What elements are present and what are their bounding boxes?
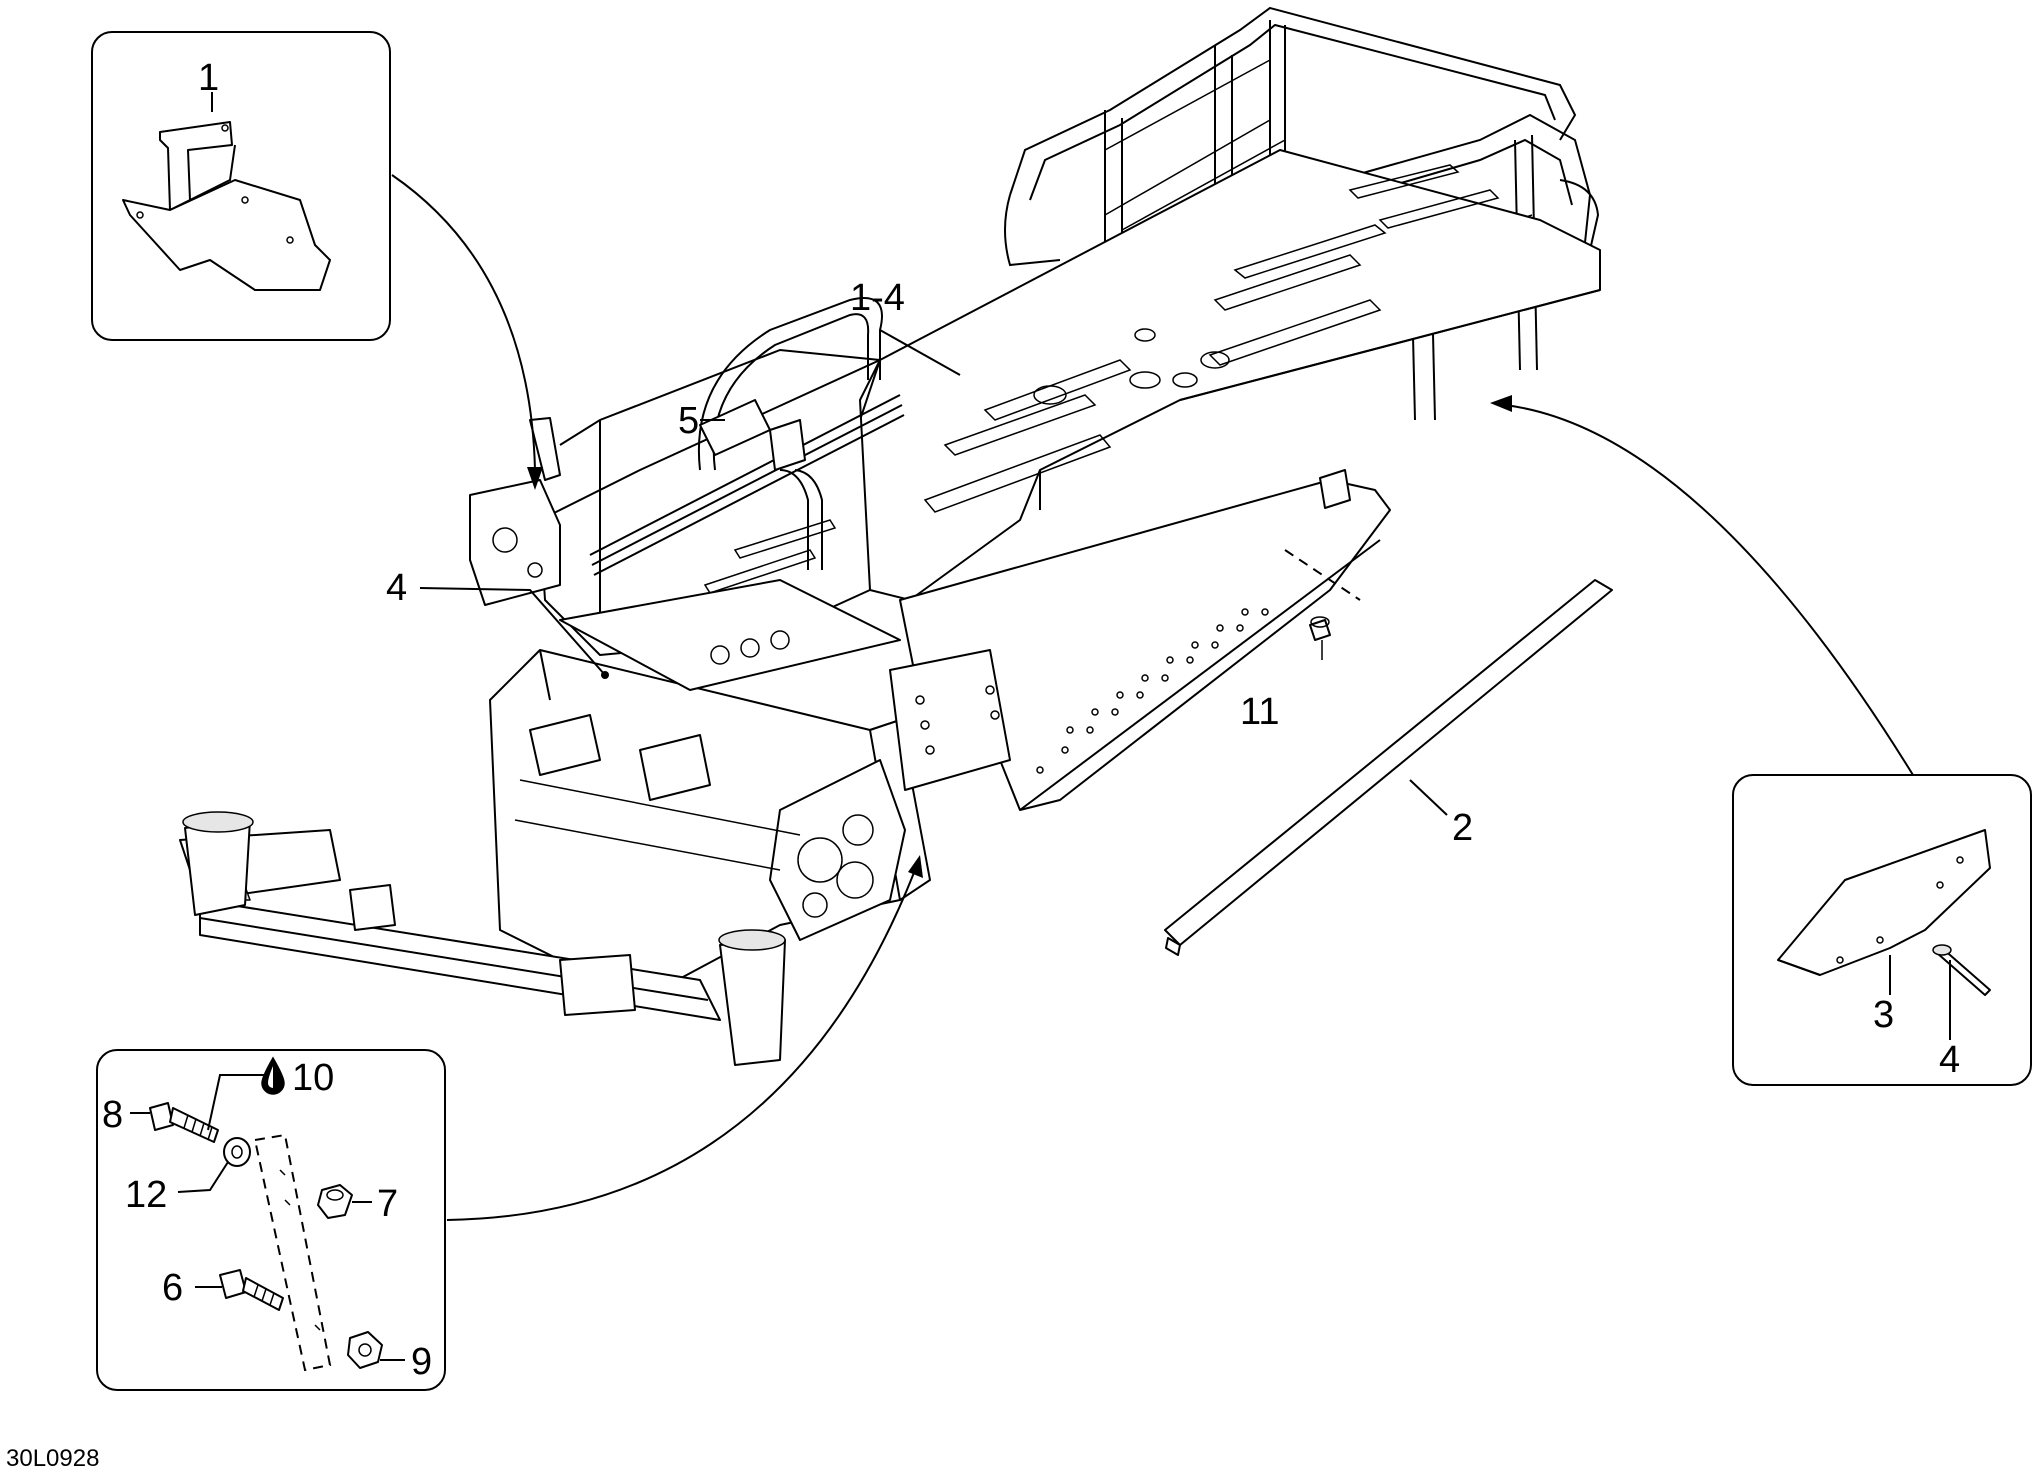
oil-drop-highlight xyxy=(268,1066,273,1088)
callout-3: 3 xyxy=(1873,994,1894,1036)
nut-7 xyxy=(317,1184,353,1219)
nut-9 xyxy=(347,1331,383,1369)
arrowhead xyxy=(527,467,543,490)
washer-12 xyxy=(223,1137,251,1167)
inset-right: 3 4 xyxy=(1732,774,2032,1086)
arrowhead xyxy=(908,855,923,878)
callout-12: 12 xyxy=(125,1174,167,1216)
footrest-holes xyxy=(1036,608,1269,774)
drawing-code: 30L0928 xyxy=(6,1445,99,1472)
leader-inset-right xyxy=(1504,404,1914,776)
bolt-6 xyxy=(219,1269,284,1311)
main-frame-assembly xyxy=(179,6,1613,1066)
callout-4-main: 4 xyxy=(386,567,407,609)
main-callouts: 1-4 5 4 11 2 xyxy=(386,277,1473,849)
bolt-8 xyxy=(149,1102,219,1143)
callout-9: 9 xyxy=(411,1341,432,1383)
leader-inset-top-left xyxy=(391,174,536,471)
front-bulkhead xyxy=(489,579,1011,1001)
callout-4-right: 4 xyxy=(1939,1039,1960,1081)
callout-10: 10 xyxy=(292,1057,334,1099)
callout-11: 11 xyxy=(1240,691,1279,733)
front-crossmember xyxy=(179,811,786,1066)
part-11-cap xyxy=(1284,549,1361,660)
tunnel-frame xyxy=(469,297,905,656)
callout-5: 5 xyxy=(678,400,699,442)
arrowhead xyxy=(1490,395,1512,412)
callout-1-4: 1-4 xyxy=(850,277,905,319)
callout-1: 1 xyxy=(198,57,219,99)
callout-2: 2 xyxy=(1452,807,1473,849)
inset-top-left: 1 xyxy=(91,31,391,341)
bracket-dashed xyxy=(253,1133,332,1372)
callout-7: 7 xyxy=(377,1183,398,1225)
leader-inset-bottom-left xyxy=(446,869,916,1221)
callout-6: 6 xyxy=(162,1267,183,1309)
callout-8: 8 xyxy=(102,1094,123,1136)
runner-rail xyxy=(1164,579,1613,956)
inset-bottom-left: 10 8 12 7 6 9 xyxy=(96,1049,446,1391)
